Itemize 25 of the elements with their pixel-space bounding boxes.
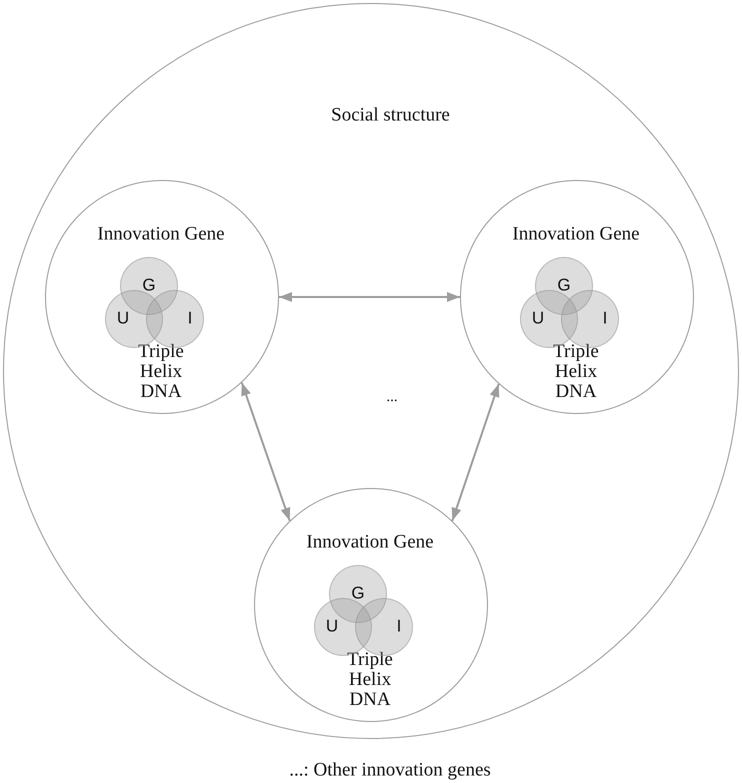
circle-node	[44, 180, 278, 414]
venn-letter: G	[142, 276, 156, 296]
circle-text: Triple Helix DNA	[346, 650, 394, 710]
double-headed-arrow	[451, 384, 500, 522]
double-headed-arrow	[279, 292, 460, 302]
ellipsis-label: ...	[386, 388, 398, 406]
venn-letter: G	[557, 276, 571, 296]
venn-letter: U	[326, 618, 338, 636]
venn-letter: I	[602, 310, 608, 328]
circle-node	[254, 488, 488, 722]
circle-text: Triple Helix DNA	[137, 342, 185, 402]
circle-heading: Innovation Gene	[97, 224, 225, 246]
outer-circle	[3, 3, 739, 739]
circle-text: Triple Helix DNA	[552, 342, 600, 402]
circle-heading: Innovation Gene	[306, 532, 434, 554]
circle-node	[460, 180, 694, 414]
venn-letter: G	[351, 584, 365, 604]
caption: ...: Other innovation genes	[289, 760, 491, 782]
circle-heading: Innovation Gene	[512, 224, 640, 246]
circle-heading: Social structure	[331, 105, 450, 126]
double-headed-arrow	[240, 382, 291, 522]
venn-letter: U	[116, 310, 130, 328]
venn-letter: U	[532, 310, 544, 328]
venn-letter: I	[188, 310, 192, 328]
venn-letter: I	[396, 618, 402, 636]
